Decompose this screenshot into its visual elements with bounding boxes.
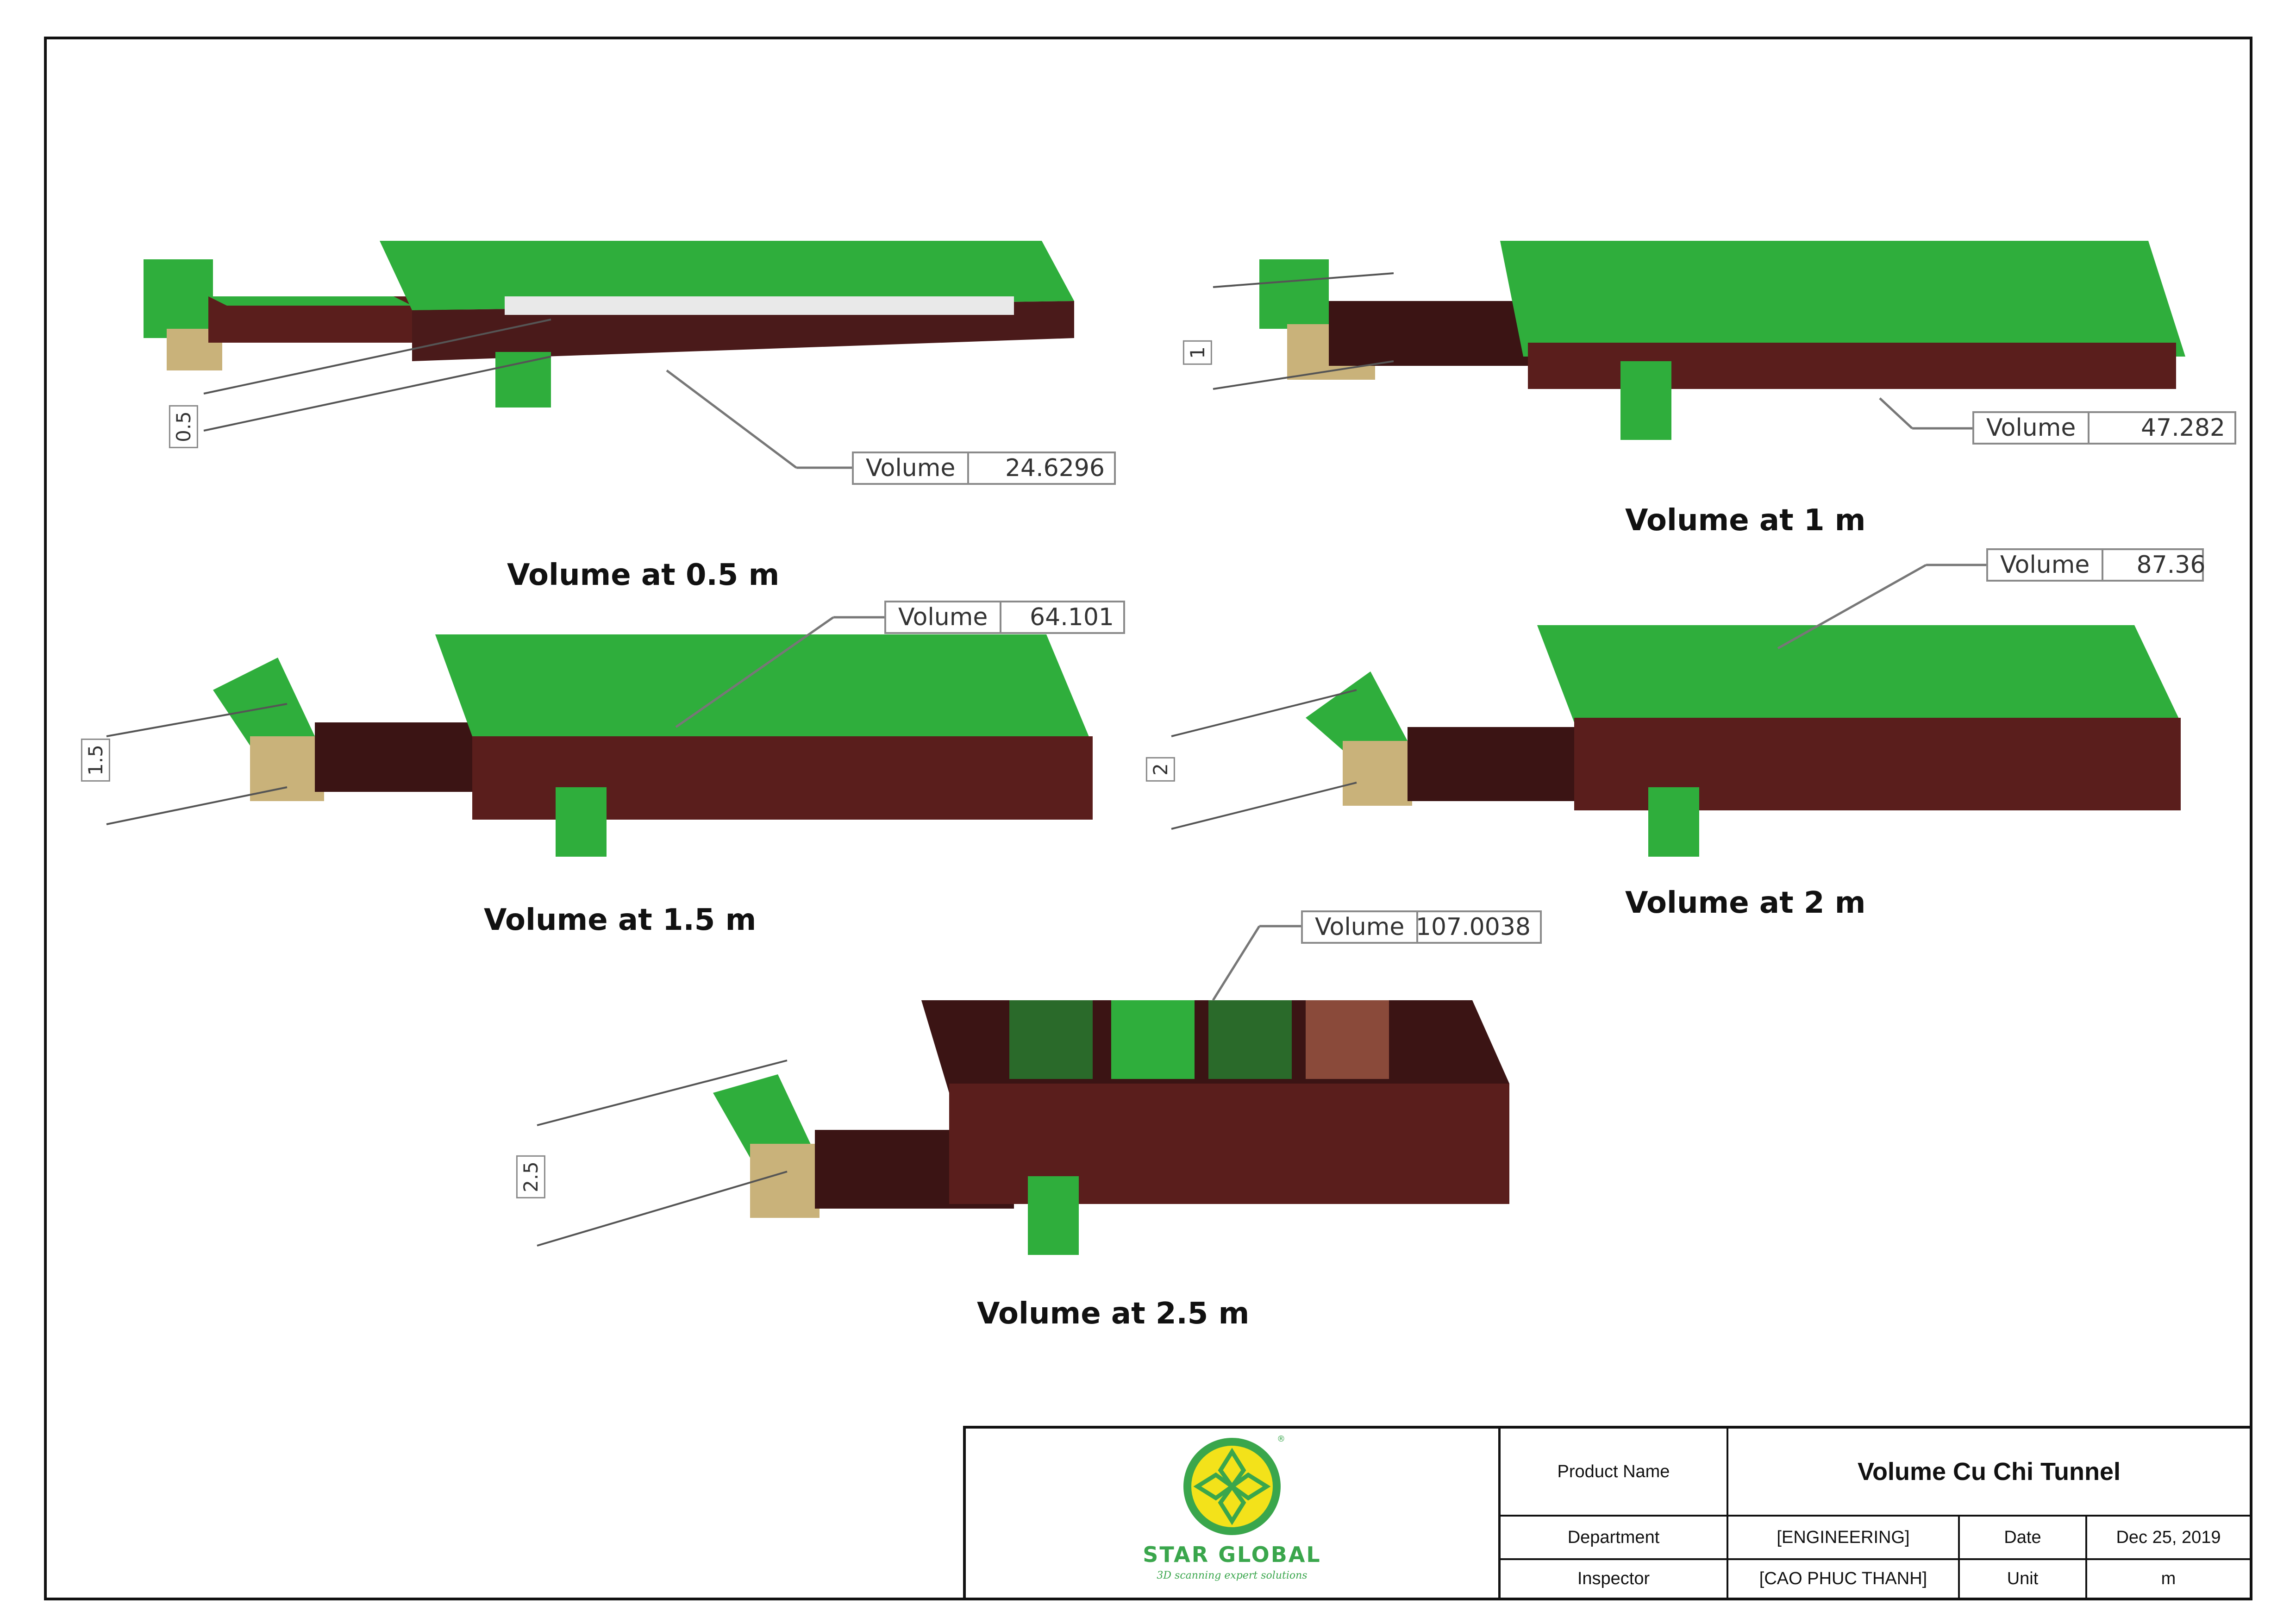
volume-callout-1: Volume 47.282 — [1972, 411, 2236, 445]
title-block: ® STAR GLOBAL 3D scanning expert solutio… — [963, 1426, 2252, 1600]
volume-value: 47.282 — [2141, 414, 2225, 442]
dimension-label-2: 2 — [1145, 757, 1175, 782]
volume-label: Volume — [1303, 912, 1419, 942]
svg-text:®: ® — [1277, 1434, 1285, 1444]
volume-callout-2-5: Volume 107.0038 — [1301, 910, 1542, 944]
tunnel-model-0-5 — [144, 241, 1074, 469]
product-row: Product Name Volume Cu Chi Tunnel — [1501, 1429, 2250, 1517]
department-label: Department — [1501, 1517, 1728, 1558]
unit-label: Unit — [1960, 1560, 2087, 1598]
unit-value: m — [2161, 1569, 2176, 1588]
dimension-label-2-5: 2.5 — [516, 1155, 545, 1198]
product-name-value: Volume Cu Chi Tunnel — [1858, 1458, 2121, 1486]
inspector-label: Inspector — [1501, 1560, 1728, 1598]
dimension-label-1: 1 — [1182, 340, 1212, 365]
title-block-info: Product Name Volume Cu Chi Tunnel Depart… — [1501, 1429, 2250, 1598]
volume-callout-2: Volume 87.36 — [1986, 548, 2205, 582]
star-global-logo-icon: ® — [1183, 1434, 1285, 1535]
volume-label: Volume — [1974, 413, 2090, 443]
tunnel-model-2 — [1171, 564, 2181, 857]
department-value: [ENGINEERING] — [1728, 1517, 1960, 1558]
caption-volume-2-5: Volume at 2.5 m — [977, 1297, 1250, 1331]
volume-value: 24.6296 — [1005, 454, 1105, 482]
product-name-label: Product Name — [1501, 1429, 1728, 1515]
inspector-value: [CAO PHUC THANH] — [1728, 1560, 1960, 1598]
caption-volume-1-5: Volume at 1.5 m — [484, 903, 757, 937]
panel-volume-2-5: 2.5 Volume 107.0038 — [500, 908, 1565, 1278]
tunnel-model-1 — [1213, 241, 2185, 440]
caption-volume-1: Volume at 1 m — [1625, 503, 1866, 538]
panel-volume-1: 1 Volume 47.282 — [1176, 222, 2241, 482]
department-row: Department [ENGINEERING] Date Dec 25, 20… — [1501, 1517, 2250, 1560]
logo-area: ® STAR GLOBAL 3D scanning expert solutio… — [966, 1429, 1501, 1598]
tunnel-model-2-5 — [537, 925, 1509, 1255]
panel-volume-1-5: 1.5 Volume 64.101 — [74, 597, 1139, 866]
panel-volume-0-5: 0.5 Volume 24.6296 — [134, 218, 1130, 542]
volume-label: Volume — [886, 602, 1002, 632]
panel-volume-2: 2 Volume 87.36 — [1130, 546, 2241, 861]
volume-value: 87.36 — [2136, 551, 2206, 579]
tunnel-model-1-5 — [106, 616, 1093, 857]
volume-value: 107.0038 — [1415, 913, 1531, 941]
caption-volume-0-5: Volume at 0.5 m — [507, 558, 780, 592]
dimension-label-1-5: 1.5 — [81, 739, 110, 782]
volume-label: Volume — [1988, 550, 2104, 580]
logo-tagline: 3D scanning expert solutions — [1157, 1570, 1308, 1581]
volume-callout-1-5: Volume 64.101 — [884, 601, 1125, 634]
logo-name: STAR GLOBAL — [1143, 1542, 1321, 1567]
dimension-label-0-5: 0.5 — [169, 405, 198, 448]
inspector-row: Inspector [CAO PHUC THANH] Unit m — [1501, 1560, 2250, 1598]
volume-label: Volume — [854, 453, 970, 483]
date-label: Date — [1960, 1517, 2087, 1558]
volume-callout-0-5: Volume 24.6296 — [852, 451, 1116, 485]
volume-value: 64.101 — [1030, 603, 1114, 631]
date-value: Dec 25, 2019 — [2116, 1527, 2221, 1547]
caption-volume-2: Volume at 2 m — [1625, 886, 1866, 920]
